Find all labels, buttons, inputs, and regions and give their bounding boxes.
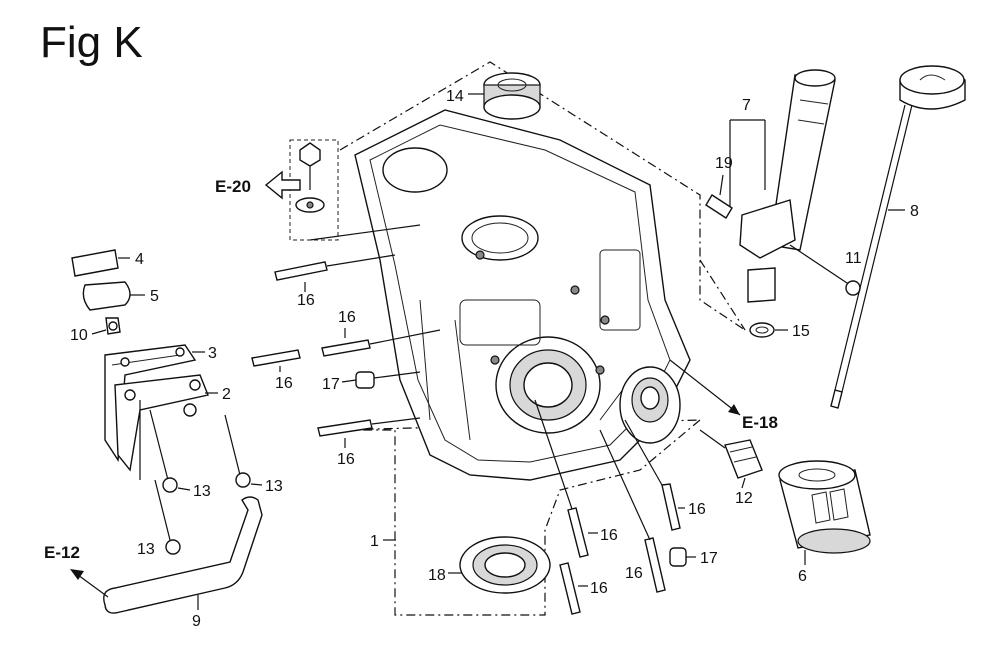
label-16g: 16 xyxy=(625,565,643,582)
e12-leader xyxy=(77,574,109,598)
filter-mount-boss xyxy=(619,366,681,444)
label-13a: 13 xyxy=(193,483,211,500)
breather-tube-part-9[interactable] xyxy=(103,496,263,614)
ref-e20[interactable]: E-20 xyxy=(215,177,251,196)
e20-arrow xyxy=(264,170,301,200)
label-16h: 16 xyxy=(590,580,608,597)
oil-filler-neck-part-7[interactable] xyxy=(739,69,836,303)
stud-part-16h[interactable] xyxy=(559,562,581,615)
label-4: 4 xyxy=(135,251,144,268)
label-7: 7 xyxy=(742,97,751,114)
label-13b: 13 xyxy=(265,478,283,495)
label-12: 12 xyxy=(735,490,753,507)
label-5: 5 xyxy=(150,288,159,305)
part-5[interactable] xyxy=(82,281,131,311)
label-16a: 16 xyxy=(297,292,315,309)
label-8: 8 xyxy=(910,203,919,220)
label-13c: 13 xyxy=(137,541,155,558)
e12-arrowhead xyxy=(70,569,84,580)
ref-e18[interactable]: E-18 xyxy=(742,413,778,432)
label-11: 11 xyxy=(845,250,862,267)
crankcase[interactable] xyxy=(354,109,691,481)
pin-part-19[interactable] xyxy=(705,194,733,219)
label-1: 1 xyxy=(370,533,379,550)
part-4[interactable] xyxy=(71,249,119,277)
label-16c: 16 xyxy=(275,375,293,392)
label-15: 15 xyxy=(792,323,810,340)
dowel-pin-part-17b[interactable] xyxy=(669,547,687,567)
label-9: 9 xyxy=(192,613,201,630)
bolt-part-10[interactable] xyxy=(105,317,121,335)
label-17a: 17 xyxy=(322,376,340,393)
ref-e12[interactable]: E-12 xyxy=(44,543,80,562)
oil-filter-part-6[interactable] xyxy=(778,460,871,554)
stud-part-16g[interactable] xyxy=(644,537,666,593)
bolt-part-13c[interactable] xyxy=(154,479,181,555)
label-16b: 16 xyxy=(338,309,356,326)
figure-title: Fig K xyxy=(40,18,143,67)
label-2: 2 xyxy=(222,386,231,403)
bearing-part-18[interactable] xyxy=(459,536,551,594)
dipstick-part-8[interactable] xyxy=(830,65,966,409)
stud-part-16c[interactable] xyxy=(251,349,301,367)
dowel-pin-part-17a[interactable] xyxy=(355,371,375,389)
label-16e: 16 xyxy=(600,527,618,544)
filler-leader xyxy=(699,259,746,331)
label-16d: 16 xyxy=(337,451,355,468)
label-10: 10 xyxy=(70,327,88,344)
o-ring-part-15[interactable] xyxy=(749,322,775,338)
stud-part-16f[interactable] xyxy=(661,483,681,531)
bracket-part-3[interactable] xyxy=(104,344,197,463)
stud-part-16d[interactable] xyxy=(317,419,373,437)
bolt-with-washer-e20[interactable] xyxy=(295,142,325,213)
bolt-part-13b[interactable] xyxy=(224,414,251,488)
label-18: 18 xyxy=(428,567,446,584)
label-6: 6 xyxy=(798,568,807,585)
label-16f: 16 xyxy=(688,501,706,518)
stud-part-16b[interactable] xyxy=(321,339,371,357)
label-3: 3 xyxy=(208,345,217,362)
e18-arrowhead xyxy=(728,404,740,415)
stud-part-16e[interactable] xyxy=(567,507,589,558)
nipple-part-12[interactable] xyxy=(724,439,763,479)
bolt-part-13a[interactable] xyxy=(149,409,178,493)
label-17b: 17 xyxy=(700,550,718,567)
stud-part-16a[interactable] xyxy=(274,261,328,281)
oil-seal-part-14[interactable] xyxy=(483,72,541,120)
label-14: 14 xyxy=(446,88,464,105)
e18-leader xyxy=(669,359,741,416)
label-19: 19 xyxy=(715,155,733,172)
